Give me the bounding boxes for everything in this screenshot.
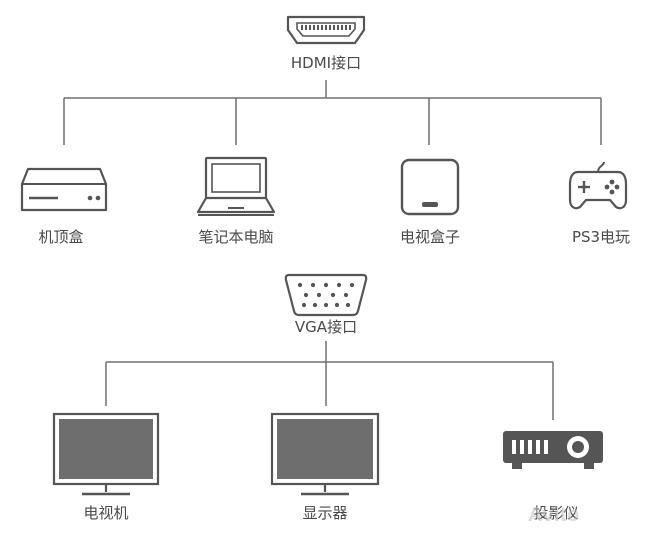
- device-label-laptop: 笔记本电脑: [198, 228, 274, 246]
- hdmi-label: HDMI接口: [290, 54, 362, 72]
- tv-box-icon: [400, 158, 460, 216]
- vga-port-icon: [284, 273, 368, 317]
- projector-icon: [503, 431, 603, 469]
- device-label-monitor: 显示器: [302, 504, 348, 522]
- tv-icon: [52, 412, 160, 496]
- monitor-icon: [270, 412, 380, 496]
- device-label-projector: 投影仪: [533, 504, 579, 522]
- watermark: Avito: [528, 504, 580, 526]
- hdmi-port-icon: [286, 15, 366, 45]
- vga-label: VGA接口: [294, 318, 358, 336]
- device-label-tv-box: 电视盒子: [399, 228, 461, 246]
- laptop-icon: [196, 156, 276, 216]
- gamepad-icon: [568, 161, 628, 210]
- set-top-box-icon: [20, 167, 108, 212]
- device-label-set-top-box: 机顶盒: [38, 228, 84, 246]
- device-label-tv: 电视机: [83, 504, 129, 522]
- device-label-gamepad: PS3电玩: [571, 228, 631, 246]
